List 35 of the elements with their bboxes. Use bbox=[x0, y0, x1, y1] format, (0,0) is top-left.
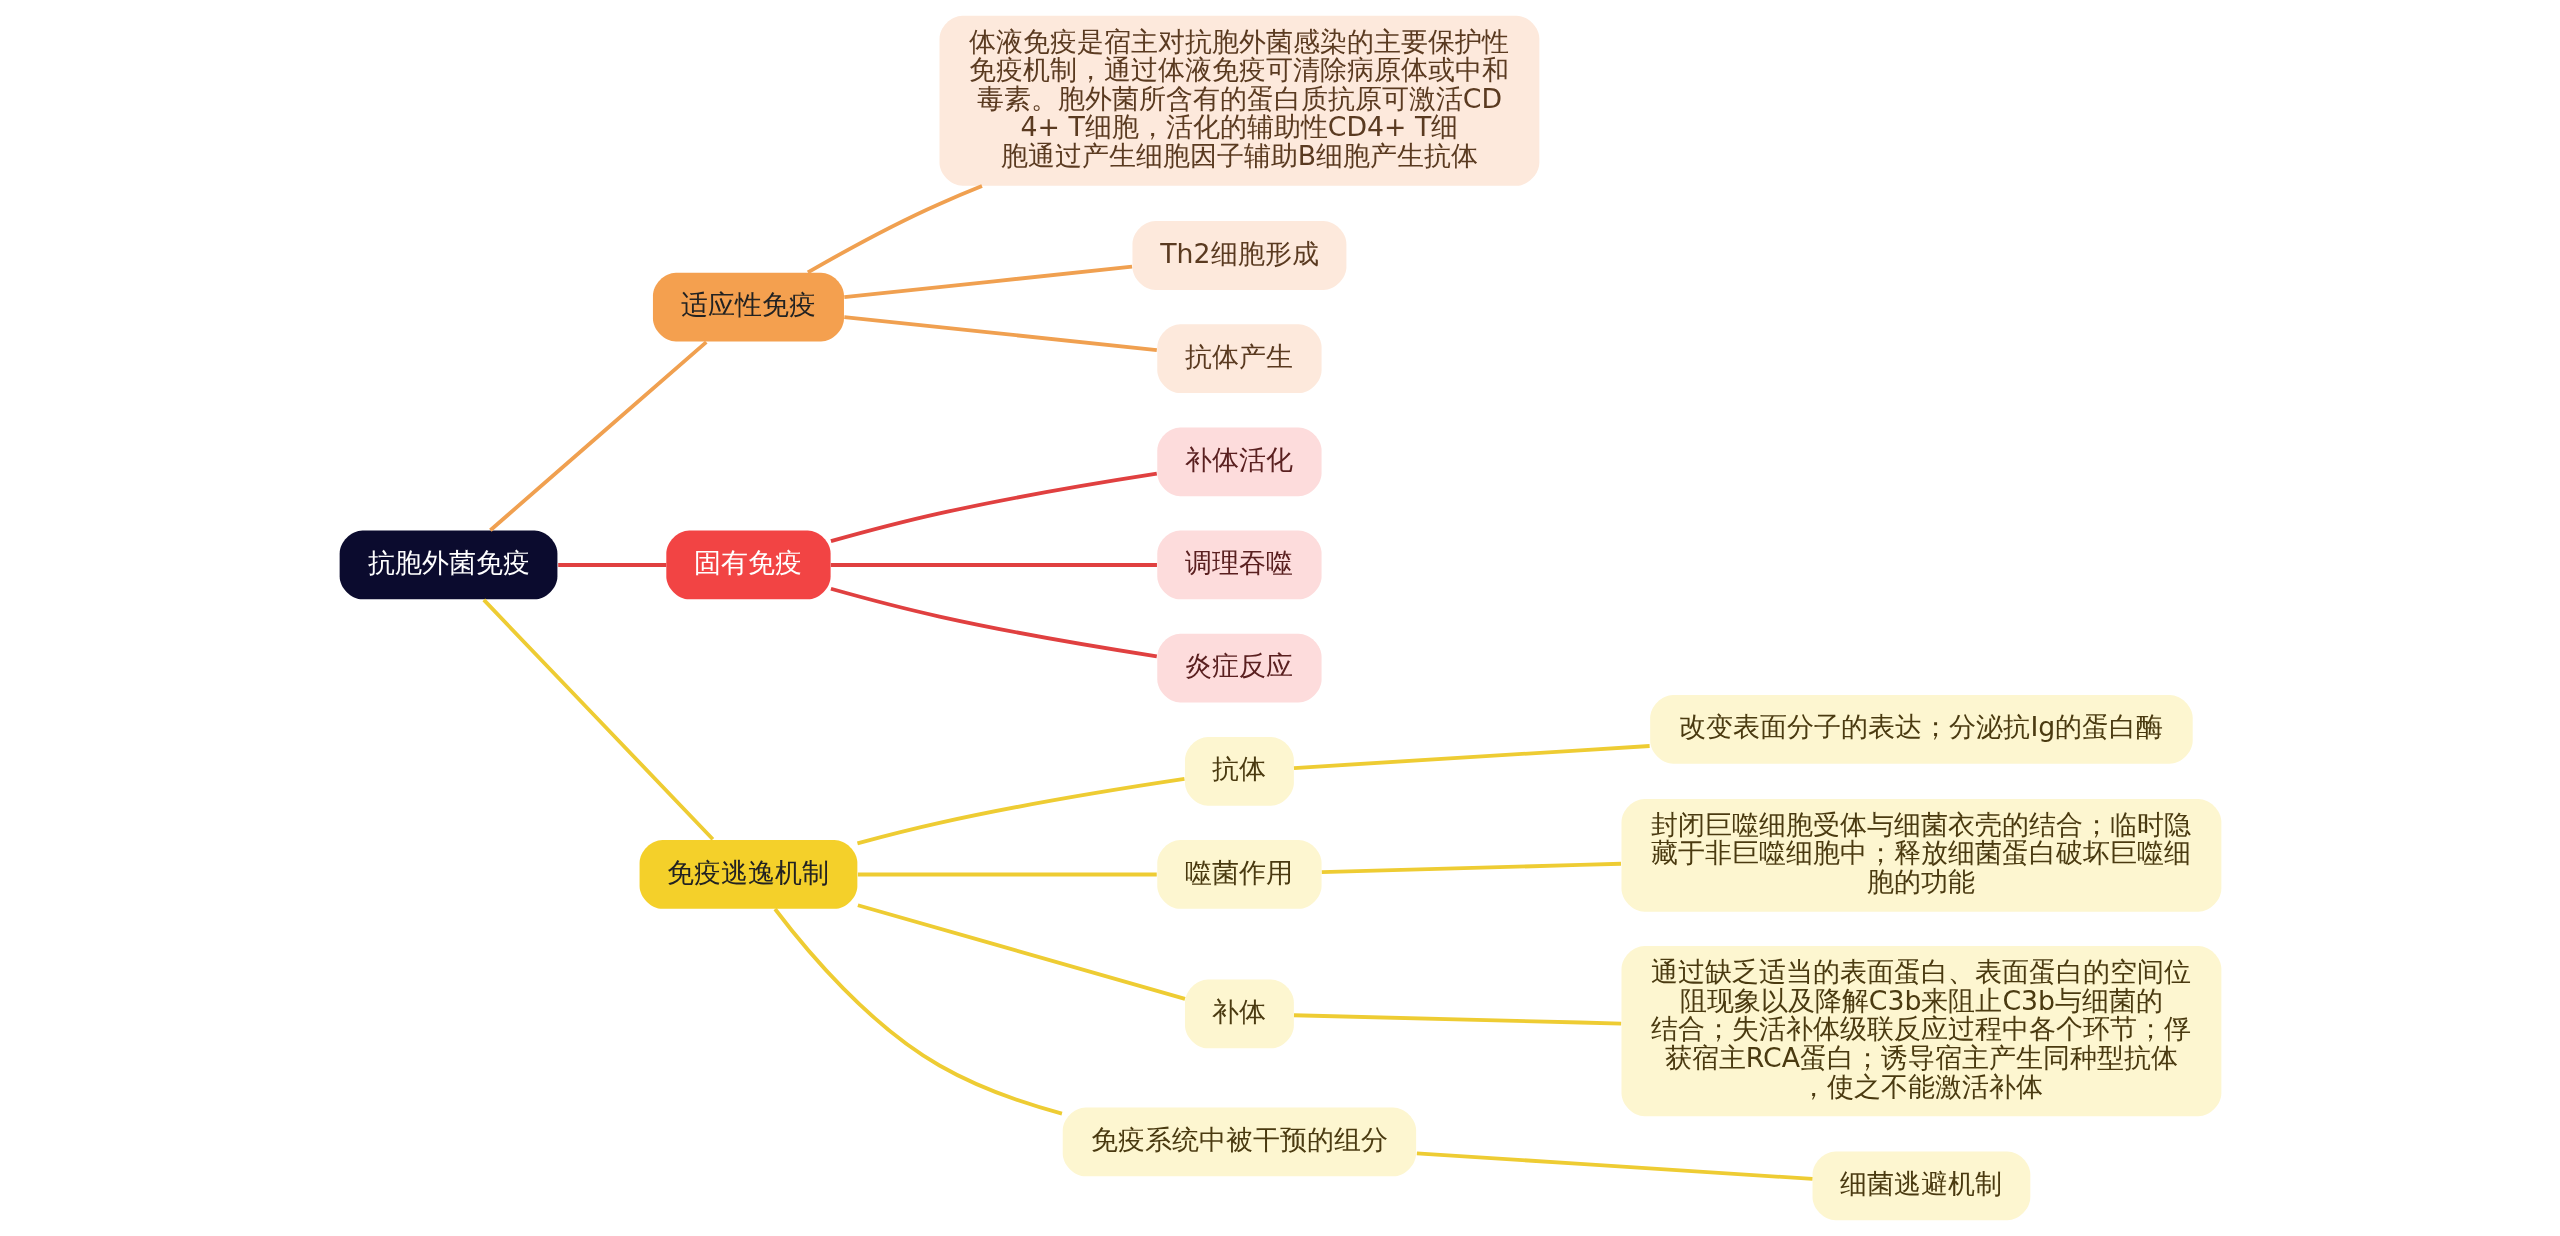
connector bbox=[806, 184, 983, 275]
connector bbox=[557, 563, 666, 567]
node-box: 封闭巨噬细胞受体与细菌衣壳的结合；临时隐藏于非巨噬细胞中；释放细菌蛋白破坏巨噬细胞的功能 bbox=[1621, 799, 2221, 912]
node-box: 抗胞外菌免疫 bbox=[339, 530, 557, 600]
node-box: 通过缺乏适当的表面蛋白、表面蛋白的空间位阻现象以及降解C3b来阻止C3b与细菌的结合；失活补体级联反应过程中各个环节；俘获宿主RCA蛋白；诱导宿主产生同种型抗体，使之不能激活补体 bbox=[1621, 946, 2221, 1117]
node-box: 细菌逃避机制 bbox=[1812, 1151, 2030, 1221]
connector bbox=[856, 777, 1185, 846]
connector bbox=[843, 264, 1132, 300]
connector bbox=[1416, 1151, 1813, 1181]
connector bbox=[773, 907, 1062, 1116]
node-box: 抗体产生 bbox=[1156, 324, 1322, 394]
node-box: 调理吞噬 bbox=[1156, 530, 1322, 600]
connector bbox=[1293, 744, 1650, 770]
node-box: 补体活化 bbox=[1156, 427, 1322, 497]
node-box: 改变表面分子的表达；分泌抗Ig的蛋白酶 bbox=[1649, 694, 2193, 764]
node-box: 免疫逃逸机制 bbox=[639, 840, 857, 909]
connector bbox=[488, 340, 708, 532]
node-box: 体液免疫是宿主对抗胞外菌感染的主要保护性免疫机制，通过体液免疫可清除病原体或中和毒素。胞外菌所含有的蛋白质抗原可激活CD4+ T细胞，活化的辅助性CD4+ T细胞通过产生细胞因子辅助B细胞产生抗体 bbox=[939, 15, 1539, 186]
connector bbox=[1293, 1013, 1621, 1026]
node-box: 噬菌作用 bbox=[1156, 840, 1322, 909]
connector bbox=[481, 598, 714, 841]
connector bbox=[857, 872, 1157, 877]
node-box: 免疫系统中被干预的组分 bbox=[1062, 1107, 1416, 1177]
node-box: 补体 bbox=[1184, 979, 1294, 1049]
node-box: 适应性免疫 bbox=[652, 272, 844, 342]
node-box: Th2细胞形成 bbox=[1131, 221, 1346, 290]
connector bbox=[829, 586, 1157, 659]
node-box: 炎症反应 bbox=[1156, 633, 1322, 703]
node-box: 抗体 bbox=[1184, 736, 1294, 806]
connector bbox=[829, 471, 1157, 544]
connector bbox=[843, 315, 1157, 353]
connector bbox=[830, 563, 1157, 567]
connector bbox=[856, 903, 1185, 1001]
connector bbox=[1321, 861, 1621, 875]
node-box: 固有免疫 bbox=[665, 530, 831, 600]
